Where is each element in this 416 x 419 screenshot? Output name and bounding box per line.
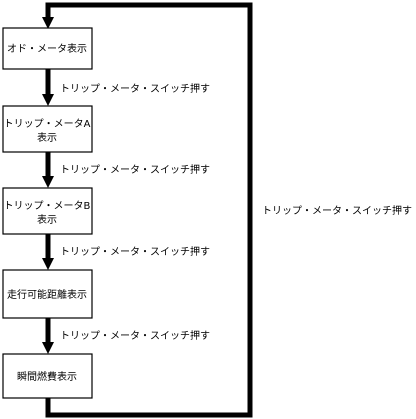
- node-odo-meter: オド・メータ表示: [2, 27, 93, 70]
- edge-label-loop: トリップ・メータ・スイッチ押す: [262, 204, 412, 217]
- loop-back-line: [45, 2, 253, 418]
- svg-text:表示: 表示: [37, 131, 57, 144]
- edge-label-1: トリップ・メータ・スイッチ押す: [60, 82, 210, 95]
- node-cruising-range-line-1: 走行可能距離表示: [7, 288, 87, 301]
- node-instant-fuel: 瞬間燃費表示: [2, 353, 93, 399]
- loop-back-arrowhead: [42, 17, 54, 29]
- edge-label-3: トリップ・メータ・スイッチ押す: [60, 245, 210, 258]
- svg-text:瞬間燃費表示: 瞬間燃費表示: [17, 370, 77, 383]
- connector-3: [42, 234, 54, 270]
- svg-text:トリップ・メータA: トリップ・メータA: [4, 118, 91, 130]
- node-instant-fuel-line-1: 瞬間燃費表示: [17, 370, 77, 383]
- node-trip-meter-b-line-2: 表示: [37, 213, 57, 226]
- connector-4: [42, 318, 54, 354]
- edge-label-4: トリップ・メータ・スイッチ押す: [60, 329, 210, 342]
- connector-1: [42, 69, 54, 106]
- node-trip-meter-b-line-1: トリップ・メータB: [4, 200, 91, 212]
- svg-text:オド・メータ表示: オド・メータ表示: [7, 42, 87, 55]
- node-trip-meter-a-line-1: トリップ・メータA: [4, 118, 91, 130]
- node-trip-meter-a-line-2: 表示: [37, 131, 57, 144]
- node-odo-meter-line-1: オド・メータ表示: [7, 42, 87, 55]
- svg-text:表示: 表示: [37, 213, 57, 226]
- edge-label-2: トリップ・メータ・スイッチ押す: [60, 163, 210, 176]
- node-trip-meter-b: トリップ・メータB 表示: [2, 187, 93, 235]
- node-cruising-range: 走行可能距離表示: [2, 269, 93, 319]
- node-trip-meter-a: トリップ・メータA 表示: [2, 105, 93, 153]
- svg-text:走行可能距離表示: 走行可能距離表示: [7, 288, 87, 301]
- connector-2: [42, 152, 54, 188]
- svg-text:トリップ・メータB: トリップ・メータB: [4, 200, 91, 212]
